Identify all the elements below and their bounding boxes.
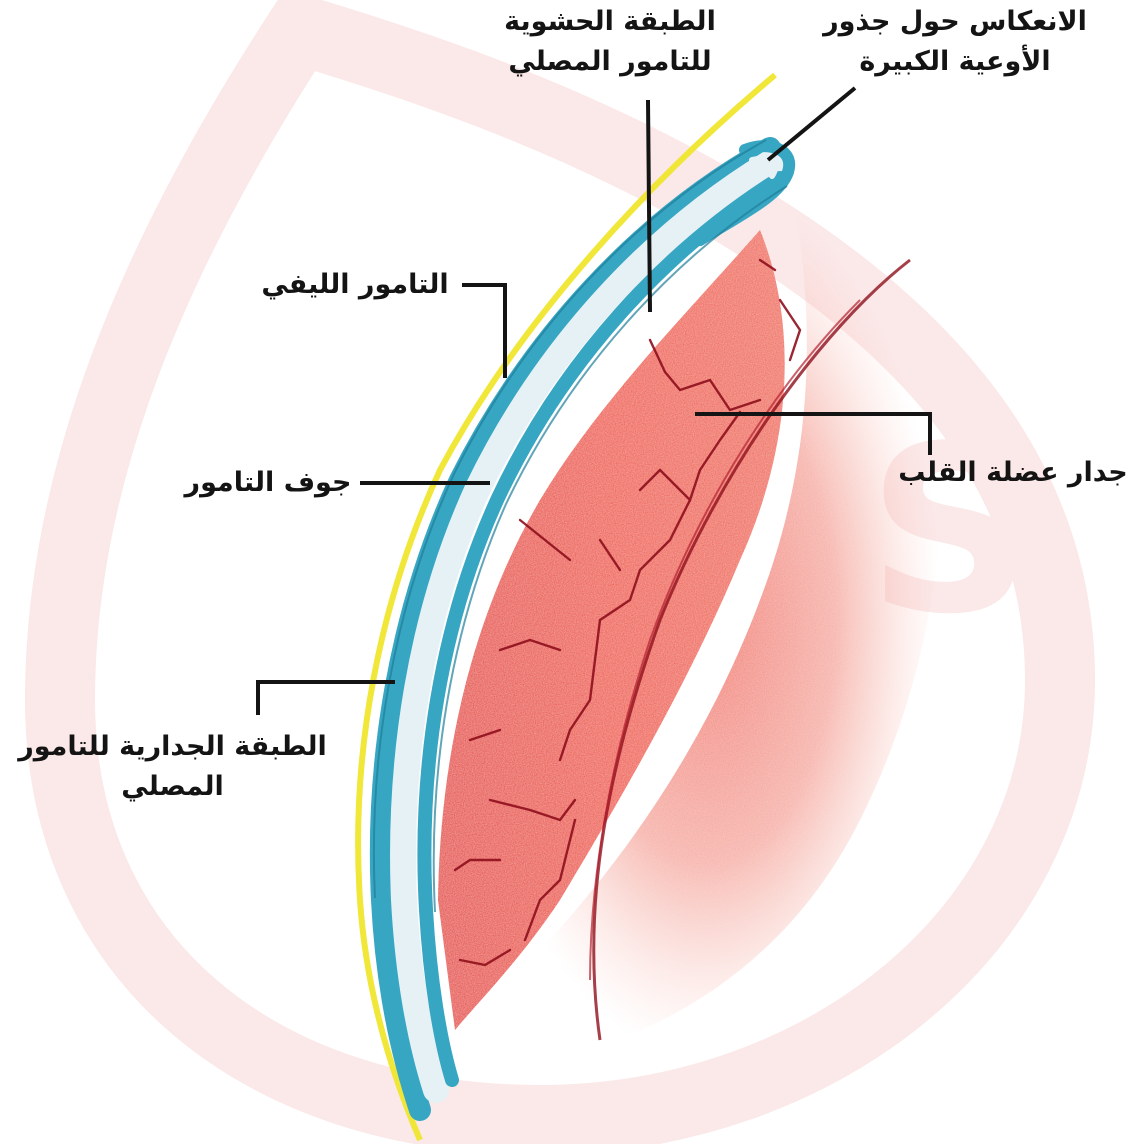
label-pericardial-cavity: جوف التامور — [178, 463, 358, 503]
leader-visceral-layer — [648, 100, 650, 312]
leader-reflection — [768, 88, 855, 160]
label-fibrous-pericardium: التامور الليفي — [250, 265, 460, 305]
label-fibrous-pericardium-text: التامور الليفي — [250, 265, 460, 305]
label-parietal-layer: الطبقة الجدارية للتامور المصلي — [0, 727, 345, 807]
label-pericardial-cavity-text: جوف التامور — [178, 463, 358, 503]
label-visceral-layer-line-1: الطبقة الحشوية — [490, 2, 730, 42]
label-reflection-line-1: الانعكاس حول جذور — [795, 2, 1115, 42]
label-reflection-line-2: الأوعية الكبيرة — [795, 42, 1115, 82]
label-myocardium-wall: جدار عضلة القلب — [888, 453, 1138, 493]
leader-fibrous — [462, 285, 505, 378]
label-parietal-layer-line-2: المصلي — [0, 767, 345, 807]
label-reflection: الانعكاس حول جذور الأوعية الكبيرة — [795, 2, 1115, 82]
label-parietal-layer-line-1: الطبقة الجدارية للتامور — [0, 727, 345, 767]
myocardium-region — [438, 180, 942, 1060]
label-visceral-layer: الطبقة الحشوية للتامور المصلي — [490, 2, 730, 82]
label-visceral-layer-line-2: للتامور المصلي — [490, 42, 730, 82]
label-myocardium-wall-text: جدار عضلة القلب — [888, 453, 1138, 493]
